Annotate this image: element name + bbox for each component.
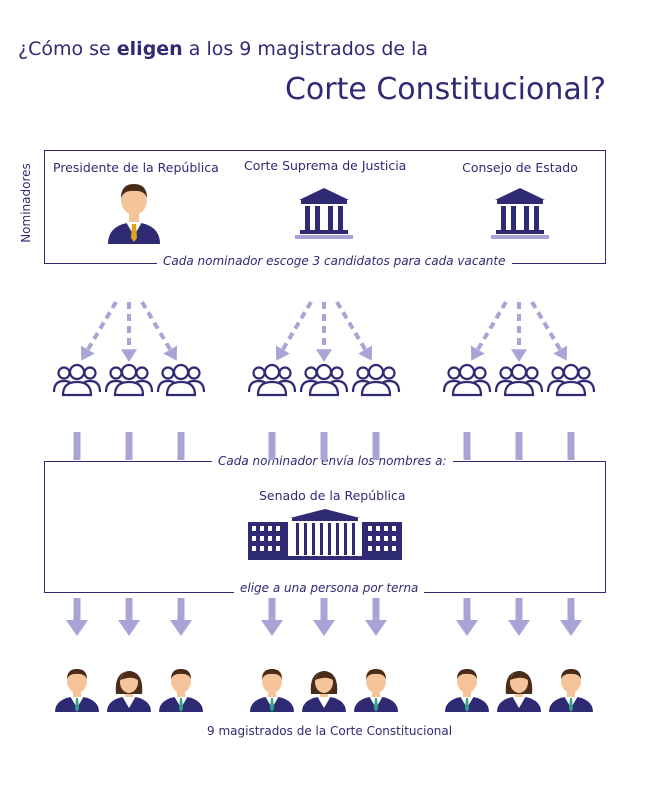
nominators-side-label: Nominadores [18, 163, 33, 243]
dashed-arrow [335, 300, 373, 361]
connector-bar [177, 432, 185, 460]
magistrate-man-icon [55, 669, 99, 712]
dashed-arrow [530, 300, 568, 361]
dashed-arrow [511, 302, 527, 362]
connector-bar [73, 432, 81, 460]
president-icon [108, 184, 160, 244]
magistrate-man-icon [445, 669, 489, 712]
nominator-label-supreme-court: Corte Suprema de Justicia [244, 158, 407, 173]
candidates-group-icon [442, 363, 492, 397]
caption-elect-one: elige a una persona por terna [234, 581, 425, 595]
down-arrow [261, 598, 283, 636]
down-arrow [456, 598, 478, 636]
connector-bar [463, 432, 471, 460]
candidates-group-icon [52, 363, 102, 397]
magistrate-woman-icon [497, 671, 541, 712]
magistrate-woman-icon [302, 671, 346, 712]
dashed-arrow [121, 302, 137, 362]
candidates-group-icon [247, 363, 297, 397]
magistrate-man-icon [354, 669, 398, 712]
candidates-group-icon [351, 363, 401, 397]
connector-bar [125, 432, 133, 460]
dashed-arrow [470, 300, 508, 361]
dashed-arrow [316, 302, 332, 362]
page-title-line2: Corte Constitucional? [284, 72, 606, 107]
down-arrow [66, 598, 88, 636]
dashed-arrow [275, 300, 313, 361]
courthouse-icon-supreme-court [295, 188, 353, 239]
down-arrow [170, 598, 192, 636]
connector-bar [515, 432, 523, 460]
senate-building-icon [248, 509, 402, 560]
nominator-label-president: Presidente de la República [53, 160, 219, 175]
down-arrow [313, 598, 335, 636]
page-title-line1: ¿Cómo se eligen a los 9 magistrados de l… [18, 38, 429, 60]
caption-send-names: Cada nominador envía los nombres a: [212, 454, 453, 468]
courthouse-icon-council-of-state [491, 188, 549, 239]
caption-select-candidates: Cada nominador escoge 3 candidatos para … [157, 254, 512, 268]
candidates-group-icon [299, 363, 349, 397]
candidates-group-icon [546, 363, 596, 397]
magistrate-man-icon [250, 669, 294, 712]
down-arrow [365, 598, 387, 636]
down-arrow [118, 598, 140, 636]
dashed-arrow [80, 300, 118, 361]
dashed-arrow [140, 300, 178, 361]
footer-label: 9 magistrados de la Corte Constitucional [207, 724, 453, 738]
connector-bar [567, 432, 575, 460]
candidates-group-icon [494, 363, 544, 397]
magistrate-man-icon [549, 669, 593, 712]
magistrate-man-icon [159, 669, 203, 712]
down-arrow [560, 598, 582, 636]
down-arrow [508, 598, 530, 636]
candidates-group-icon [156, 363, 206, 397]
nominator-label-council-of-state: Consejo de Estado [462, 160, 578, 175]
magistrate-woman-icon [107, 671, 151, 712]
senate-label: Senado de la República [259, 488, 406, 503]
candidates-group-icon [104, 363, 154, 397]
